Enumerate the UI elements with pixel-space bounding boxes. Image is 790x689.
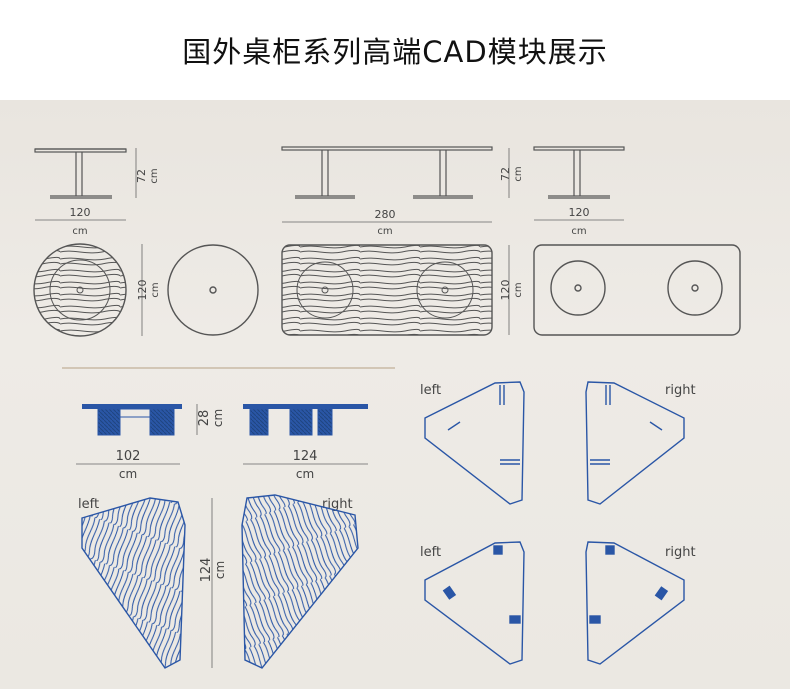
label-right: right bbox=[665, 545, 696, 560]
dim-height-72a: 72 bbox=[135, 169, 148, 183]
elevation-low-table-right bbox=[243, 404, 368, 436]
dim-plan-120a: 120 bbox=[136, 280, 149, 301]
dim-unit-cm: cm bbox=[119, 467, 137, 481]
plan-long-plain bbox=[533, 244, 741, 336]
dim-unit-cm: cm bbox=[571, 226, 586, 237]
label-right: right bbox=[665, 383, 696, 398]
dim-unit-cm: cm bbox=[513, 166, 524, 181]
plan-outline-right-1 bbox=[585, 381, 685, 505]
dim-width-280: 280 bbox=[375, 208, 396, 221]
plan-triangle-left-textured bbox=[81, 497, 186, 669]
cad-drawing: 72 cm 120 cm 280 cm bbox=[33, 146, 741, 669]
dim-plan-124: 124 bbox=[199, 558, 214, 583]
elevation-table-280 bbox=[281, 146, 493, 199]
plan-triangle-right-textured bbox=[241, 494, 359, 669]
dim-unit-cm: cm bbox=[211, 409, 225, 427]
label-left: left bbox=[420, 545, 441, 560]
cad-canvas: 72 cm 120 cm 280 cm bbox=[0, 100, 790, 689]
dim-width-120a: 120 bbox=[70, 206, 91, 219]
label-left: left bbox=[78, 497, 99, 512]
dim-height-28: 28 bbox=[197, 410, 212, 427]
dim-unit-cm: cm bbox=[150, 282, 161, 297]
dim-unit-cm: cm bbox=[377, 226, 392, 237]
dim-width-120b: 120 bbox=[569, 206, 590, 219]
label-left: left bbox=[420, 383, 441, 398]
dim-unit-cm: cm bbox=[513, 282, 524, 297]
elevation-table-120b bbox=[533, 146, 625, 199]
elevation-table-120 bbox=[34, 148, 127, 199]
title-bar: 国外桌柜系列高端CAD模块展示 bbox=[0, 0, 790, 100]
dim-plan-120b: 120 bbox=[499, 280, 512, 301]
plan-round-textured bbox=[33, 243, 127, 337]
dim-width-124: 124 bbox=[293, 449, 318, 464]
plan-outline-left-2 bbox=[424, 541, 525, 665]
plan-outline-right-2 bbox=[585, 541, 685, 665]
page-title: 国外桌柜系列高端CAD模块展示 bbox=[182, 35, 608, 69]
plan-outline-left-1 bbox=[424, 381, 525, 505]
dim-width-102: 102 bbox=[116, 449, 141, 464]
dim-height-72b: 72 bbox=[499, 167, 512, 181]
plan-round-plain bbox=[167, 244, 259, 336]
elevation-low-table-left bbox=[82, 404, 182, 436]
dim-unit-cm: cm bbox=[72, 226, 87, 237]
dim-unit-cm: cm bbox=[213, 561, 227, 579]
dim-unit-cm: cm bbox=[296, 467, 314, 481]
dim-unit-cm: cm bbox=[149, 168, 160, 183]
plan-long-textured bbox=[281, 244, 493, 336]
